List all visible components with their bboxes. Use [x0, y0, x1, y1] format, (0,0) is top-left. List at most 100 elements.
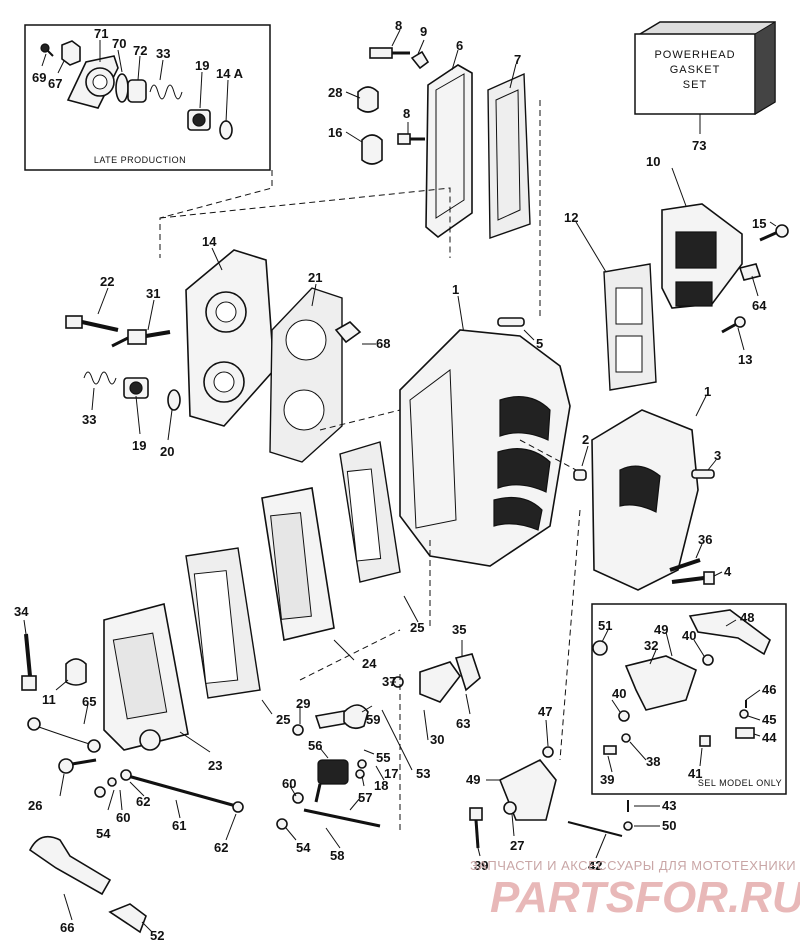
sensor-31 — [111, 329, 171, 348]
callout-41: 41 — [688, 766, 702, 781]
callout-19-main: 19 — [132, 438, 146, 453]
callout-15: 15 — [752, 216, 766, 231]
callout-49-lower: 49 — [466, 772, 480, 787]
part-19-valve-inset — [187, 109, 211, 131]
callout-26: 26 — [28, 798, 42, 813]
nut-17 — [355, 769, 365, 779]
clip-11 — [65, 658, 87, 686]
callout-65: 65 — [82, 694, 96, 709]
callout-54-center: 54 — [296, 840, 311, 855]
screw-4 — [671, 571, 715, 585]
spring-33 — [83, 371, 117, 385]
callout-9: 9 — [420, 24, 427, 39]
callout-35: 35 — [452, 622, 466, 637]
pin-3 — [691, 469, 715, 479]
callout-61: 61 — [172, 818, 186, 833]
part-6-exhaust-cover — [425, 64, 473, 239]
callout-45: 45 — [762, 712, 776, 727]
valve-19 — [123, 377, 149, 399]
throttle-linkage-group: 29 37 59 30 35 63 56 55 18 17 53 60 57 5… — [276, 622, 481, 863]
kit-box-line3: SET — [683, 79, 707, 91]
callout-1-right: 1 — [704, 384, 711, 399]
callout-62-left: 62 — [136, 794, 150, 809]
callout-17: 17 — [384, 766, 398, 781]
callout-57: 57 — [358, 790, 372, 805]
cable-65 — [27, 717, 101, 753]
callout-40-upper: 40 — [682, 628, 696, 643]
clip-68 — [334, 321, 362, 344]
callout-49-inset: 49 — [654, 622, 668, 637]
lever-48 — [688, 609, 771, 656]
part-33-spring-inset — [149, 84, 183, 100]
hose-66 — [28, 835, 112, 896]
callout-8-top: 8 — [395, 18, 402, 33]
inset-sel-model: SEL MODEL ONLY 51 49 48 32 40 40 46 45 4… — [591, 603, 787, 795]
callout-32: 32 — [644, 638, 658, 653]
callout-23: 23 — [208, 758, 222, 773]
callout-43: 43 — [662, 798, 676, 813]
nut-40-lower — [618, 710, 630, 722]
callout-33-main: 33 — [82, 412, 96, 427]
part-71-housing — [66, 55, 119, 109]
callout-8-mid: 8 — [403, 106, 410, 121]
callout-54-left: 54 — [96, 826, 111, 841]
callout-44: 44 — [762, 730, 777, 745]
callout-69: 69 — [32, 70, 46, 85]
callout-52: 52 — [150, 928, 164, 943]
callout-40-lower: 40 — [612, 686, 626, 701]
callout-70: 70 — [112, 36, 126, 51]
callout-55: 55 — [376, 750, 390, 765]
callout-1-top: 1 — [452, 282, 459, 297]
inset-late-caption: LATE PRODUCTION — [94, 155, 186, 165]
callout-25-upper: 25 — [410, 620, 424, 635]
washer-20 — [167, 389, 181, 411]
callout-14: 14 — [202, 234, 217, 249]
screw-34 — [21, 633, 37, 691]
bypass-cover-group: 34 11 65 26 23 — [14, 603, 222, 813]
callout-36: 36 — [698, 532, 712, 547]
screw-8-top — [369, 47, 410, 59]
screw-8-mid — [397, 133, 425, 145]
callout-7: 7 — [514, 52, 521, 67]
switch-56 — [314, 759, 349, 803]
callout-24: 24 — [362, 656, 377, 671]
rod-42 — [567, 821, 623, 837]
screw-39 — [469, 807, 483, 849]
callout-13: 13 — [738, 352, 752, 367]
callout-67: 67 — [48, 76, 62, 91]
callout-28: 28 — [328, 85, 342, 100]
washer-54b — [276, 818, 288, 830]
washer-54a — [107, 777, 117, 787]
callout-58: 58 — [330, 848, 344, 863]
block-44 — [735, 727, 755, 739]
callout-38: 38 — [646, 754, 660, 769]
callout-31: 31 — [146, 286, 160, 301]
callout-27: 27 — [510, 838, 524, 853]
bushing-27 — [503, 801, 517, 815]
part-70-oring — [115, 73, 129, 103]
watermark: ЗАПЧАСТИ И АКСЕССУАРЫ ДЛЯ МОТОТЕХНИКИ PA… — [470, 858, 800, 922]
callout-4: 4 — [724, 564, 732, 579]
callout-18: 18 — [374, 778, 388, 793]
callout-39-inset: 39 — [600, 772, 614, 787]
callout-64: 64 — [752, 298, 767, 313]
pin-2 — [573, 469, 587, 481]
callout-66: 66 — [60, 920, 74, 935]
nut-60b — [292, 792, 304, 804]
clip-9 — [410, 50, 430, 70]
intake-group: 10 15 64 12 13 — [564, 154, 789, 391]
pin-5 — [497, 317, 525, 327]
clip-16 — [361, 134, 383, 165]
cylinder-block-group: 1 2 3 36 4 — [399, 329, 732, 591]
callout-12: 12 — [564, 210, 578, 225]
callout-30: 30 — [430, 732, 444, 747]
screw-13 — [721, 316, 746, 334]
callout-72: 72 — [133, 43, 147, 58]
callout-63: 63 — [456, 716, 470, 731]
nut-60a — [94, 786, 106, 798]
part-72-spacer — [127, 79, 147, 103]
callout-22: 22 — [100, 274, 114, 289]
screw-39-inset — [603, 745, 617, 755]
inset-late-production: LATE PRODUCTION 69 — [24, 24, 271, 171]
callout-48: 48 — [740, 610, 754, 625]
